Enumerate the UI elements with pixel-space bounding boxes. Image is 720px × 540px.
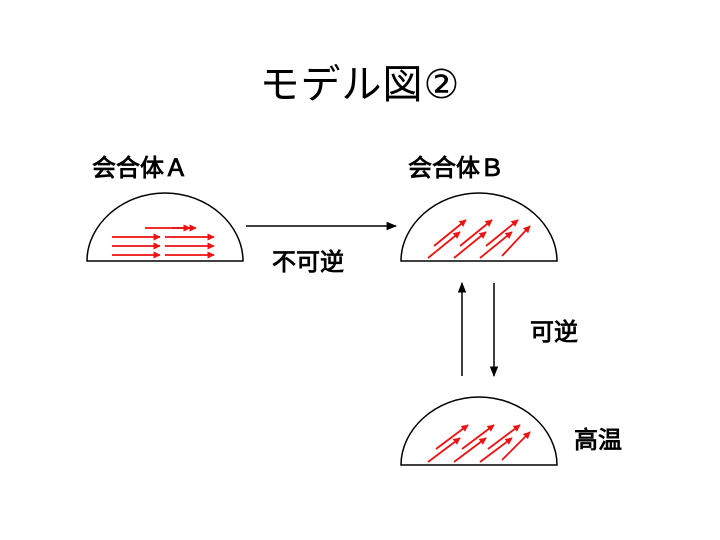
aggregate-b-dome <box>400 192 558 262</box>
reversible-label: 可逆 <box>530 318 578 346</box>
aggregate-a-label: 会合体Ａ <box>92 154 188 182</box>
tilted-spin-arrows-high <box>427 424 531 463</box>
aggregate-a-dome <box>86 192 244 262</box>
high-temperature-dome <box>400 396 558 466</box>
aligned-spin-arrows <box>112 224 215 259</box>
irreversible-label: 不可逆 <box>272 248 344 276</box>
slide-title: モデル図② <box>259 62 461 108</box>
aggregate-b-label: 会合体Ｂ <box>408 154 504 182</box>
high-temperature-label: 高温 <box>574 426 622 454</box>
tilted-spin-arrows <box>427 219 531 259</box>
